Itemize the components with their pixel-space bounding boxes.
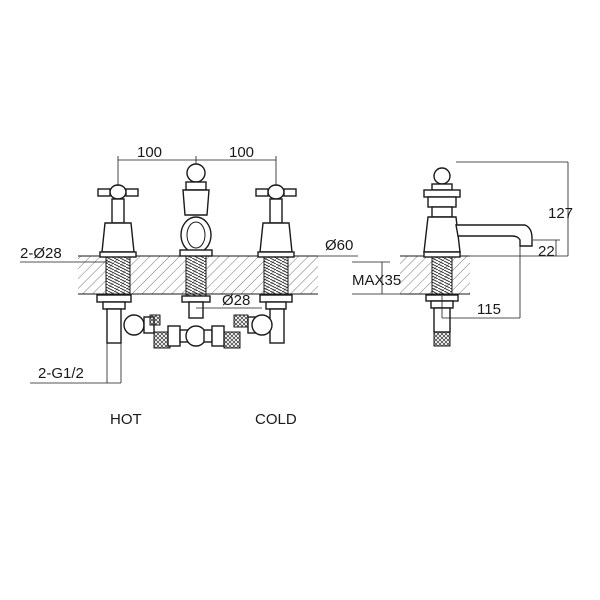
- spout-height-label: 22: [538, 243, 555, 260]
- hot-label: HOT: [110, 411, 142, 428]
- side-threaded-shank: [431, 256, 453, 296]
- center-spout: [179, 163, 213, 319]
- hot-threaded-shank: [105, 256, 131, 296]
- hot-valve: [96, 184, 139, 344]
- spacing-dimension: [117, 156, 277, 186]
- side-valve-body: [423, 167, 533, 347]
- height-label: 127: [548, 205, 573, 222]
- deck-diameter-label: Ø60: [325, 237, 353, 254]
- hole-diameter-label: 2-Ø28: [20, 245, 62, 262]
- cold-threaded-shank: [263, 256, 289, 296]
- reach-label: 115: [477, 301, 501, 318]
- cold-label: COLD: [255, 411, 297, 428]
- center-diameter-label: Ø28: [222, 292, 250, 309]
- side-view: 127 22 MAX35 115: [352, 161, 573, 347]
- connection-label: 2-G1/2: [38, 365, 84, 382]
- cold-valve: [255, 184, 297, 344]
- center-threaded-shank: [185, 255, 207, 297]
- front-view: 100 100 2-Ø28 Ø60 Ø28 2-G1/2 HOT COLD: [20, 144, 358, 428]
- left-spacing-label: 100: [137, 144, 162, 161]
- max-deck-label: MAX35: [352, 272, 401, 289]
- right-spacing-label: 100: [229, 144, 254, 161]
- connection-hoses: [123, 314, 273, 349]
